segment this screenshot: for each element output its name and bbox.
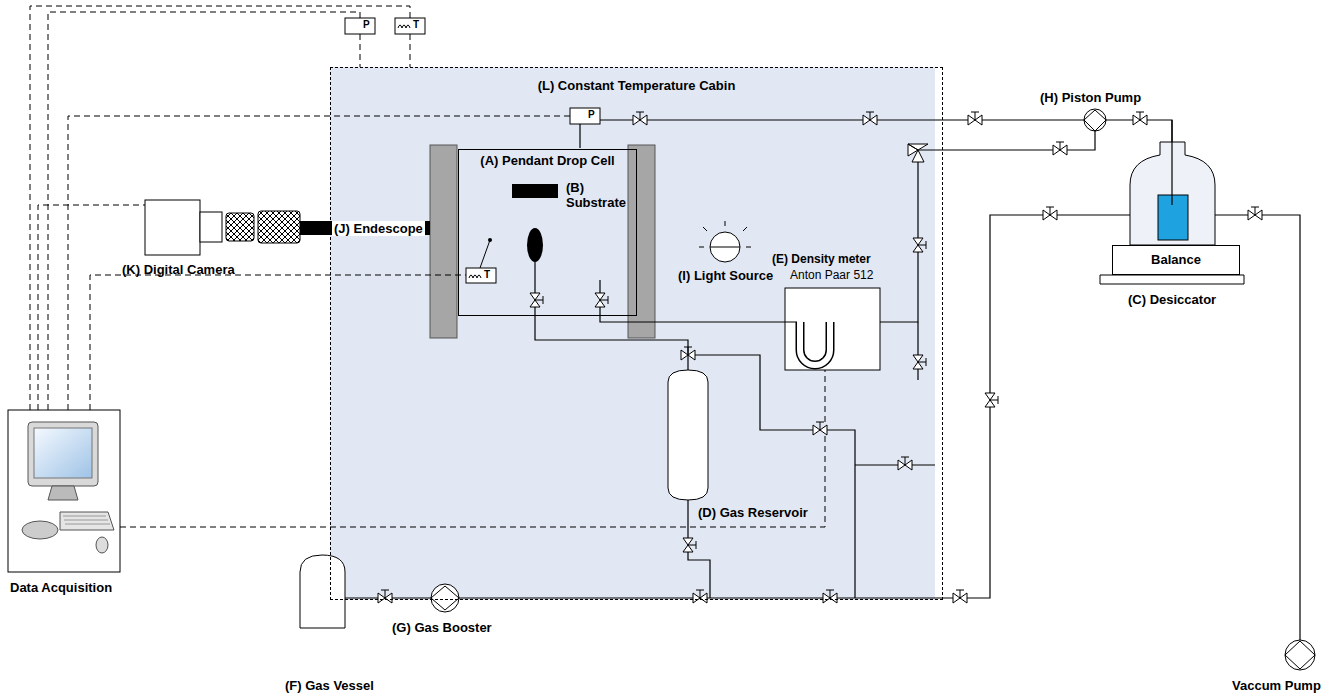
valve-handle (901, 457, 909, 465)
part-label: (E) Density meter (772, 252, 871, 267)
valve-handle (918, 358, 926, 366)
valve-handle (636, 112, 644, 120)
part-label: (J) Endescope (332, 221, 425, 236)
part-label: (B) Substrate (566, 180, 636, 210)
sensor-letter: P (363, 19, 370, 31)
part-label: (K) Digital Camera (122, 262, 235, 277)
valve-handle (381, 590, 389, 598)
valve-handle (1136, 112, 1144, 120)
node-title: (L) Constant Temperature Cabin (331, 78, 942, 93)
part-label: (G) Gas Booster (392, 620, 492, 635)
cabin-region: (L) Constant Temperature Cabin (A) Pendan… (330, 67, 943, 600)
valve-handle (688, 541, 696, 549)
valve-handle (990, 396, 998, 404)
part-label: Vaccum Pump (1232, 678, 1321, 693)
valve-handle (971, 112, 979, 120)
valve-handle (1251, 207, 1259, 215)
cell-box: (A) Pendant Drop Cell (458, 149, 637, 316)
valve-handle (918, 241, 926, 249)
part-label: (H) Piston Pump (1040, 90, 1141, 105)
sensor-letter: P (588, 109, 595, 121)
valve-handle (600, 296, 608, 304)
sensor-letter: T (484, 269, 490, 281)
sensor-letter: T (413, 19, 419, 31)
part-label: (C) Desiccator (1128, 292, 1216, 307)
valve-handle (816, 422, 824, 430)
valve-handle (1056, 142, 1064, 150)
part-label: (I) Light Source (678, 268, 773, 283)
node-title: Balance (1113, 252, 1239, 267)
node-title: (A) Pendant Drop Cell (459, 153, 636, 168)
valve-handle (684, 347, 692, 355)
valve-handle (535, 296, 543, 304)
balance-box: Balance (1112, 245, 1240, 275)
valve-handle (1046, 207, 1054, 215)
part-label: Data Acquisition (10, 580, 112, 595)
part-label: (F) Gas Vessel (285, 678, 374, 693)
valve-handle (696, 590, 704, 598)
valve-handle (826, 590, 834, 598)
valve-handle (956, 590, 964, 598)
part-label: (D) Gas Reservoir (698, 505, 808, 520)
valve-handle (866, 112, 874, 120)
part-label: Anton Paar 512 (790, 268, 873, 283)
